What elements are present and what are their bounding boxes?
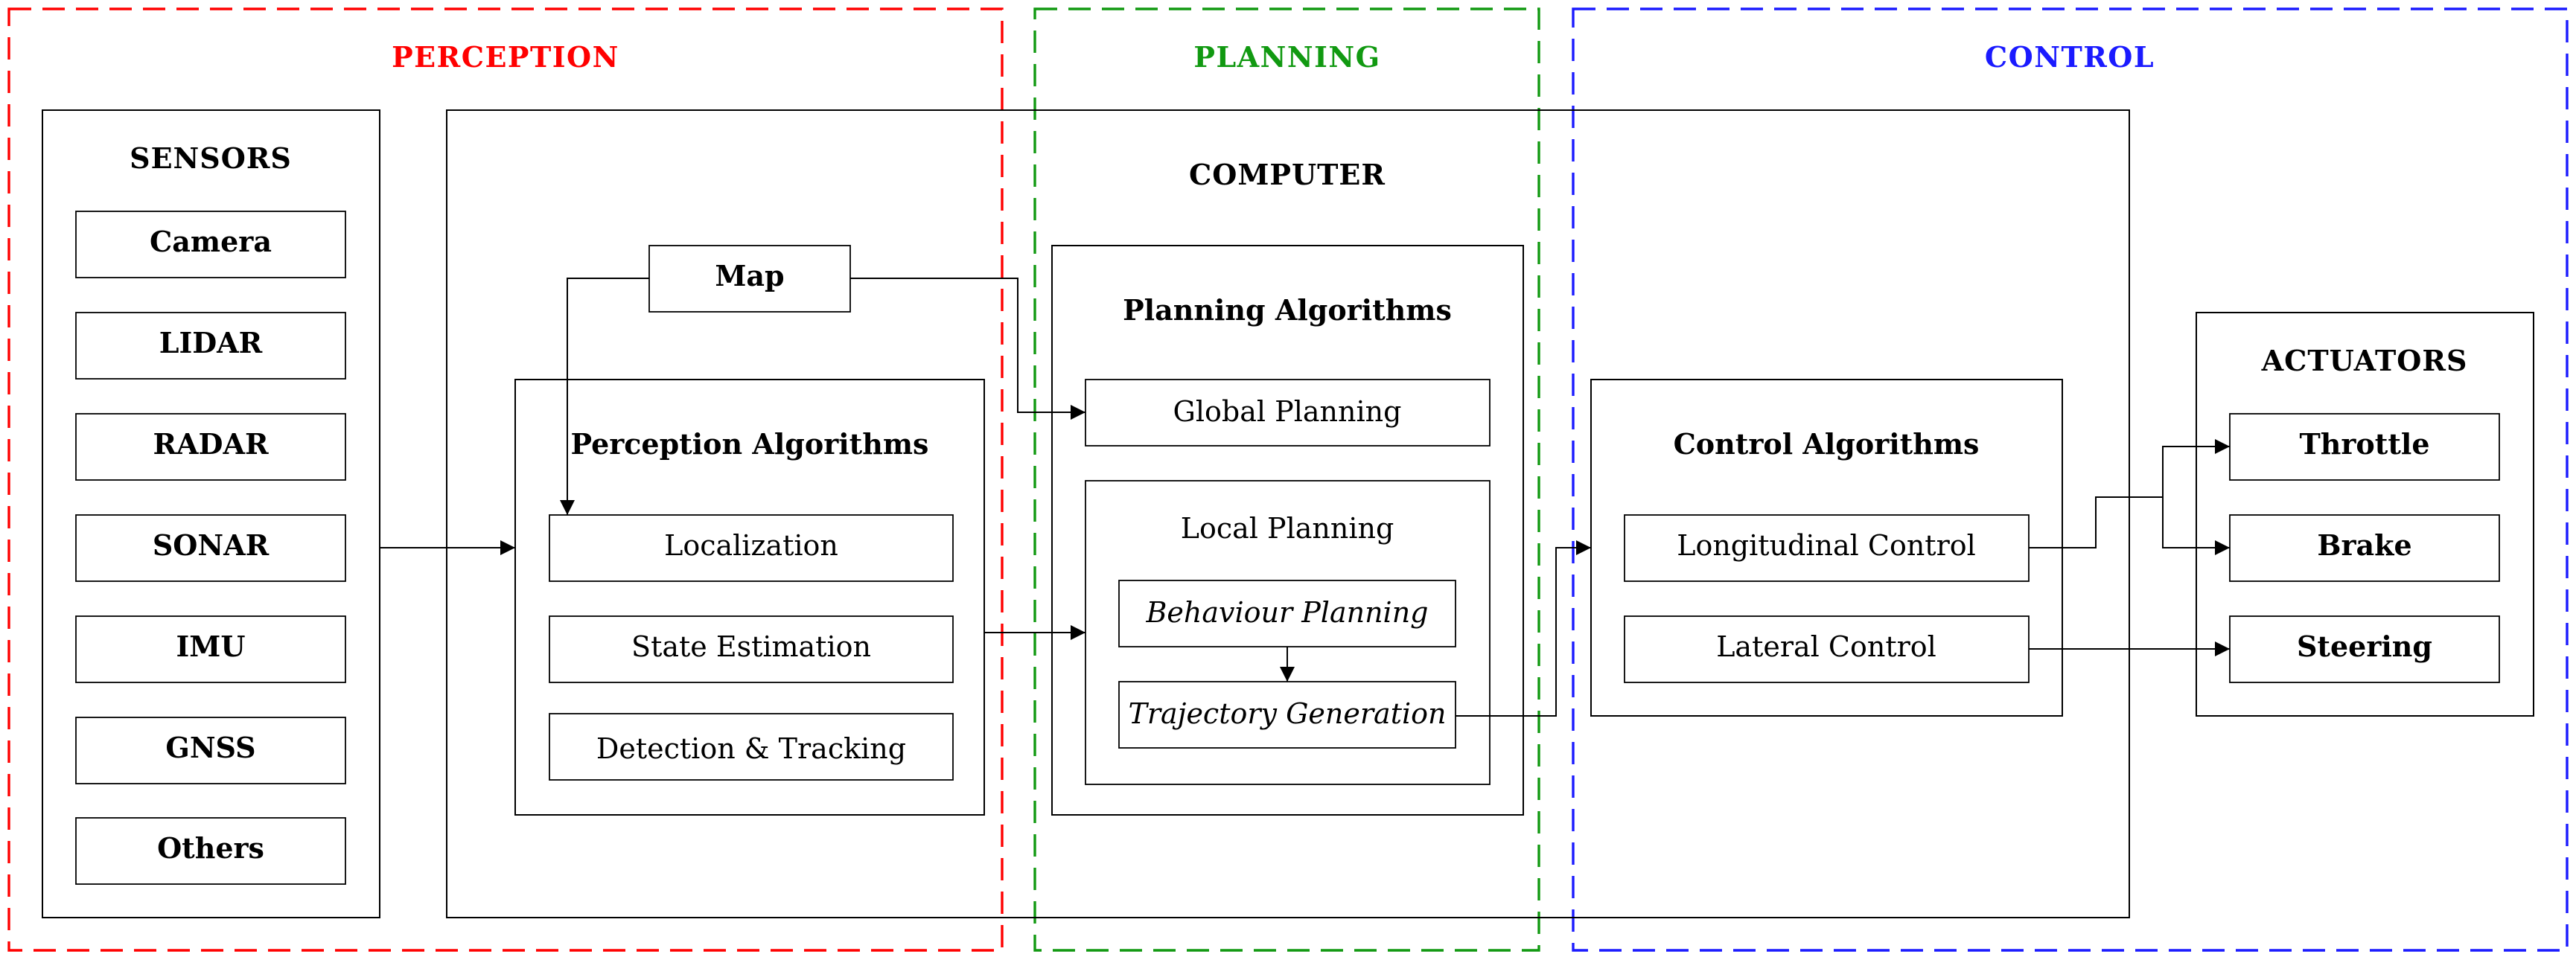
lateral-control-label: Lateral Control [1716,630,1936,663]
sensors-group: SENSORS Camera LIDAR RADAR SONAR IMU GNS… [42,109,380,918]
global-planning-box [1085,379,1491,447]
state-estimation-label: State Estimation [631,630,871,663]
steering-label: Steering [2297,630,2432,663]
control-section [1572,7,2569,952]
sensor-camera-label: Camera [150,225,272,258]
throttle-label: Throttle [2300,427,2430,461]
sensor-gnss-label: GNSS [165,731,255,764]
brake-box [2229,514,2500,582]
localization-box [549,514,954,582]
global-planning-label: Global Planning [1173,395,1402,428]
map-to-global-planning-arrow [850,278,1085,420]
throttle-box [2229,413,2500,481]
sensor-sonar-label: SONAR [153,528,270,562]
sensor-radar-box [75,413,346,481]
brake-label: Brake [2317,528,2411,562]
planning-algorithms-group: Planning Algorithms Global Planning Loca… [1051,245,1524,816]
perception-section [7,7,1004,952]
map-label: Map [715,259,784,292]
local-planning-title: Local Planning [1181,512,1394,545]
sensor-radar-label: RADAR [153,427,269,461]
longitudinal-control-box [1624,514,2030,582]
computer-title: COMPUTER [1189,158,1386,191]
longitudinal-to-actuators-line [2029,496,2163,548]
steering-box [2229,615,2500,683]
planning-section [1033,7,1540,952]
longitudinal-control-label: Longitudinal Control [1677,529,1976,562]
planning-section-title: PLANNING [1193,40,1380,74]
computer-box [446,109,2130,918]
actuators-group: ACTUATORS Throttle Brake Steering [2196,312,2534,717]
sensor-imu-box [75,615,346,683]
sensor-sonar-box [75,514,346,582]
perception-algorithms-title: Perception Algorithms [571,427,929,461]
state-estimation-box [549,615,954,683]
detection-tracking-label: Detection & Tracking [596,732,906,765]
sensor-imu-label: IMU [176,630,246,663]
longitudinal-to-brake-arrow [2162,497,2230,555]
sensor-camera-box [75,211,346,278]
sensor-lidar-label: LIDAR [159,326,263,359]
actuators-title: ACTUATORS [2261,344,2468,377]
longitudinal-to-throttle-arrow [2162,439,2230,497]
sensor-gnss-box [75,717,346,784]
sensors-title: SENSORS [130,141,292,175]
control-section-title: CONTROL [1985,40,2155,74]
perception-algorithms-group: Perception Algorithms Localization State… [514,379,985,816]
behaviour-planning-label: Behaviour Planning [1145,596,1428,629]
sensor-others-label: Others [157,831,264,865]
map-to-localization-arrow [560,278,649,515]
detection-tracking-box [549,713,954,781]
control-algorithms-group: Control Algorithms Longitudinal Control … [1590,379,2063,717]
perception-section-title: PERCEPTION [392,40,619,74]
map-box [648,245,851,313]
lateral-control-box [1624,615,2030,683]
planning-algorithms-title: Planning Algorithms [1123,293,1452,327]
trajectory-generation-box [1118,681,1456,749]
localization-label: Localization [664,529,838,562]
trajectory-generation-label: Trajectory Generation [1129,697,1447,730]
behaviour-planning-box [1118,580,1456,647]
control-algorithms-title: Control Algorithms [1674,427,1980,461]
sensor-lidar-box [75,312,346,380]
sensor-others-box [75,817,346,885]
trajectory-to-control-arrow [1456,540,1591,717]
